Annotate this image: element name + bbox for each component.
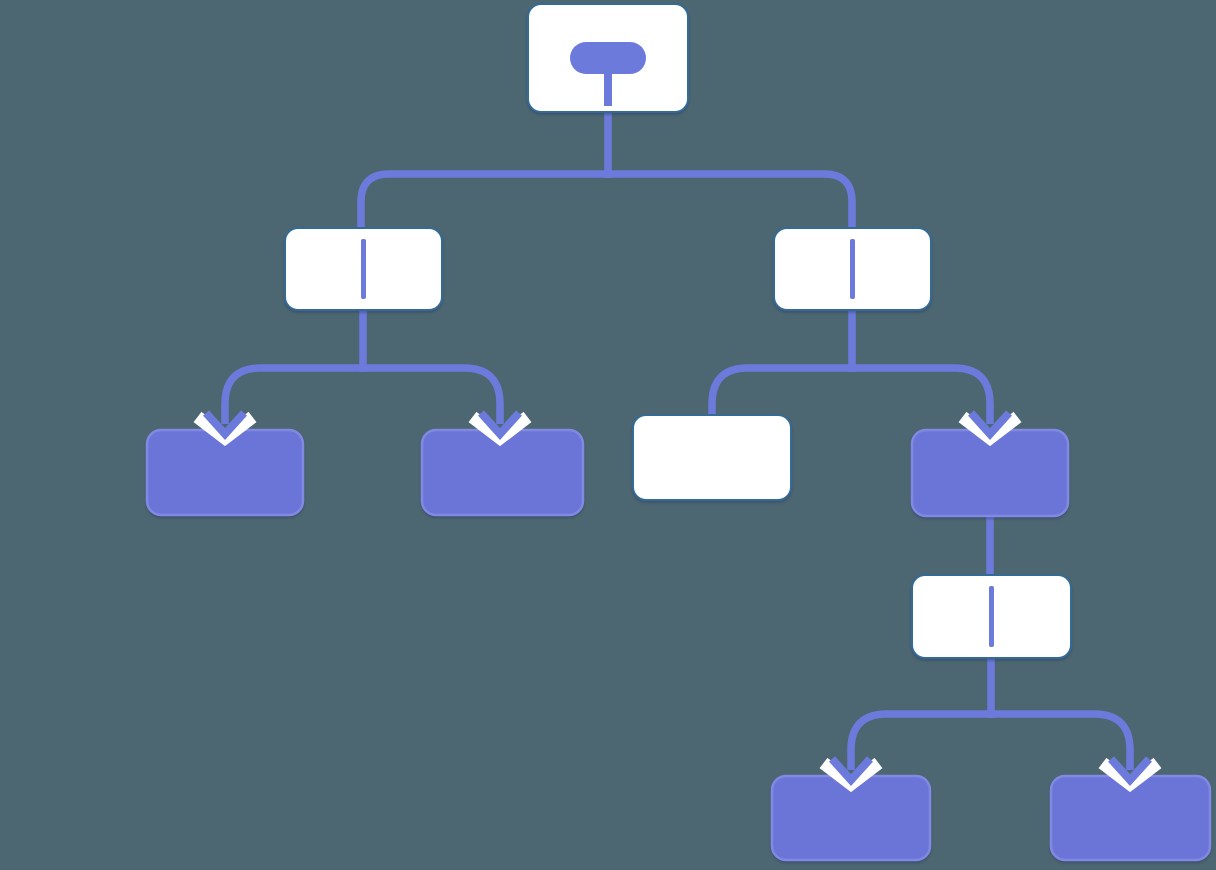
arrowhead-action-bottom-2 <box>1098 756 1162 793</box>
pill-shape <box>570 42 646 74</box>
edge-trunk <box>357 170 856 228</box>
vertical-bar-icon <box>361 239 366 299</box>
chevron-purple-arrow <box>829 756 873 786</box>
vertical-bar-icon <box>850 239 855 299</box>
decision-node-lower[interactable] <box>911 574 1072 659</box>
edge-branch-right <box>708 364 994 424</box>
root-node[interactable] <box>527 3 689 113</box>
empty-node[interactable] <box>632 414 792 501</box>
arrowhead-action-right-1 <box>958 410 1022 447</box>
edge-branch-left <box>221 364 504 424</box>
decision-node-left[interactable] <box>284 227 443 311</box>
chevron-purple-arrow <box>968 410 1012 440</box>
decision-node-right[interactable] <box>773 227 932 311</box>
chevron-purple-arrow <box>203 410 247 440</box>
vertical-bar-icon <box>989 586 994 647</box>
arrowhead-action-left-2 <box>468 410 532 447</box>
chevron-purple-arrow <box>1108 756 1152 786</box>
pill-stem <box>604 68 612 106</box>
chevron-purple-arrow <box>478 410 522 440</box>
arrowhead-action-left-1 <box>193 410 257 447</box>
edge-branch-bottom <box>847 710 1134 770</box>
pill-stem-icon <box>570 42 646 106</box>
empty-node-box[interactable] <box>632 414 792 501</box>
arrowhead-action-bottom-1 <box>819 756 883 793</box>
